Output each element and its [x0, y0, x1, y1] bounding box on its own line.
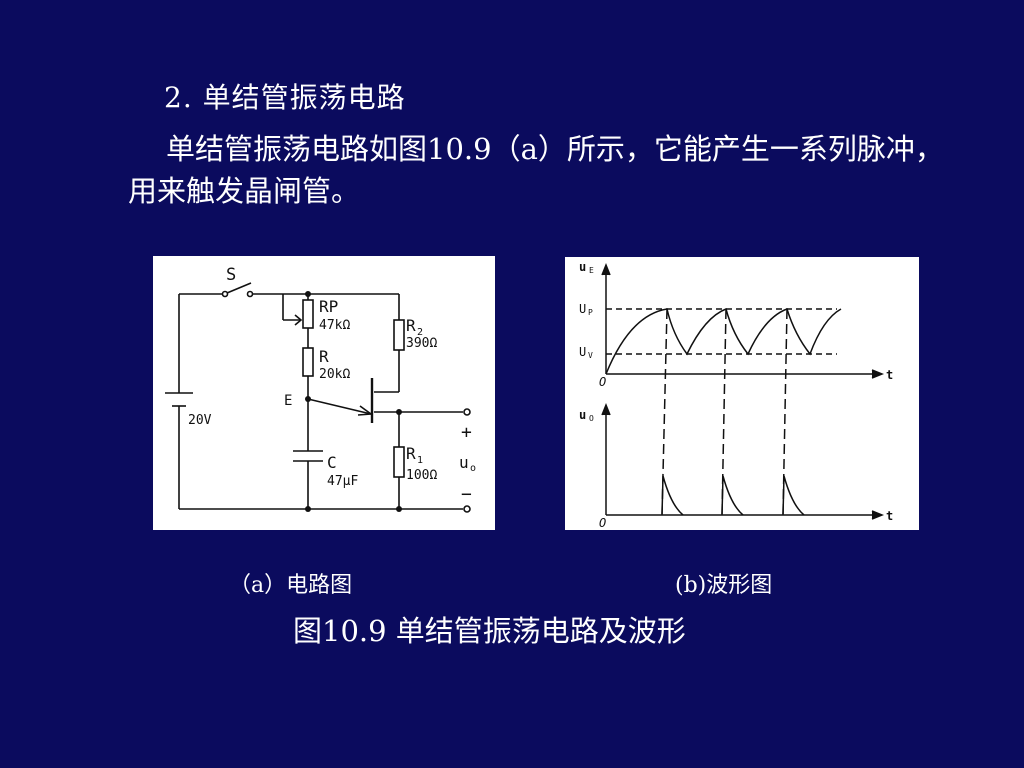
label-out-sub: o	[470, 463, 476, 474]
circuit-svg: S RP 47kΩ R 20kΩ R 2 390Ω R 1 100Ω C 47μ…	[165, 265, 476, 513]
label-switch: S	[226, 265, 236, 285]
paragraph-text: 单结管振荡电路如图10.9（a）所示，它能产生一系列脉冲，用来触发晶闸管。	[128, 132, 944, 208]
label-up-sub: P	[588, 308, 593, 317]
switch-blade	[226, 282, 252, 294]
label-rp: RP	[319, 297, 338, 316]
ujt-emitter	[307, 398, 372, 415]
label-rp-value: 47kΩ	[319, 318, 350, 333]
label-out: u	[459, 453, 469, 472]
figure-title: 图10.9 单结管振荡电路及波形	[293, 614, 686, 648]
label-r1: R	[406, 444, 416, 463]
label-ue-sub: E	[589, 266, 594, 275]
rp-resistor	[302, 299, 314, 329]
label-node-e: E	[284, 393, 292, 409]
label-r2-value: 390Ω	[406, 336, 437, 351]
label-r2-sub: 2	[417, 327, 423, 338]
label-t-bottom: t	[886, 509, 893, 523]
switch-contact-b	[246, 290, 254, 298]
r1-resistor	[393, 446, 405, 478]
caption-waveform: (b)波形图	[675, 573, 773, 598]
terminal-bottom	[463, 505, 471, 513]
section-heading: 2. 单结管振荡电路	[164, 81, 406, 114]
junction-bottom-c	[305, 506, 311, 512]
body-paragraph: 单结管振荡电路如图10.9（a）所示，它能产生一系列脉冲，用来触发晶闸管。	[128, 128, 948, 212]
waveform-diagram: u E U P U V O t u O O t	[565, 257, 919, 530]
pulse-1	[661, 475, 684, 516]
label-plus: +	[461, 422, 472, 443]
label-r1-sub: 1	[417, 455, 423, 466]
label-uv: U	[579, 345, 586, 359]
label-c-value: 47μF	[327, 474, 358, 489]
r2-resistor	[393, 319, 405, 351]
junction-bottom-r1	[396, 506, 402, 512]
label-t-top: t	[886, 368, 893, 382]
caption-circuit: （a）电路图	[229, 573, 353, 598]
label-r1-value: 100Ω	[406, 468, 437, 483]
junction-out	[396, 409, 402, 415]
label-r: R	[319, 347, 329, 366]
circuit-diagram: S RP 47kΩ R 20kΩ R 2 390Ω R 1 100Ω C 47μ…	[153, 256, 495, 530]
ue-waveform	[605, 308, 842, 375]
label-uv-sub: V	[588, 351, 593, 360]
label-ue: u	[579, 260, 586, 274]
label-origin-bottom: O	[599, 516, 606, 530]
label-uo-sub: O	[589, 414, 594, 423]
label-source: 20V	[188, 413, 212, 428]
label-minus: −	[461, 484, 472, 505]
terminal-top	[463, 408, 471, 416]
label-r2: R	[406, 316, 416, 335]
switch-contact-a	[221, 290, 229, 298]
r-resistor	[302, 347, 314, 377]
label-origin-top: O	[599, 375, 606, 389]
pulse-3	[782, 475, 805, 516]
label-r-value: 20kΩ	[319, 367, 350, 382]
label-uo: u	[579, 408, 586, 422]
label-up: U	[579, 302, 586, 316]
pulse-2	[721, 475, 744, 516]
junction-e	[305, 396, 311, 402]
junction-rp	[305, 291, 311, 297]
label-c: C	[327, 453, 337, 472]
waveform-svg: u E U P U V O t u O O t	[579, 260, 893, 530]
